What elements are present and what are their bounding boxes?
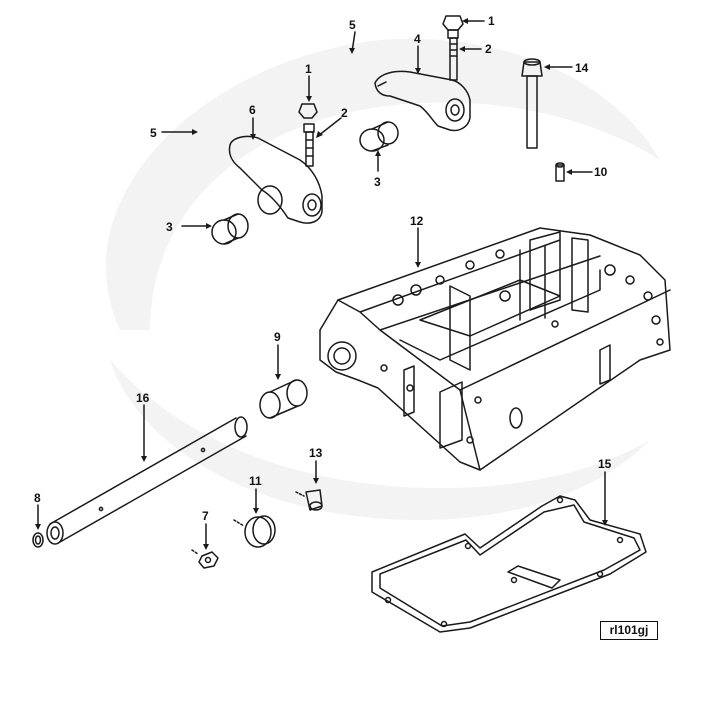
callout-c2a: 2	[485, 42, 492, 56]
callout-c9: 9	[274, 330, 281, 344]
capscrew-long	[521, 58, 543, 149]
rocker-housing	[319, 227, 671, 471]
callout-c11: 11	[249, 474, 262, 488]
rocker-housing-gasket	[371, 495, 647, 633]
callout-c14: 14	[575, 61, 589, 75]
callout-c4: 4	[414, 32, 421, 46]
adjusting-screw-upper	[442, 15, 464, 81]
hex-nut	[191, 549, 219, 569]
adjusting-screw-lower	[298, 103, 318, 167]
callout-c10: 10	[594, 165, 608, 179]
callout-labels: 1 2 4 5 14 1 2 6 5 3 3 10 12 9 16 13 15 …	[34, 14, 612, 523]
rocker-lever-lower	[228, 135, 323, 224]
callout-c2b: 2	[341, 106, 348, 120]
callout-c3b: 3	[374, 175, 381, 189]
pipe-plug	[295, 489, 323, 511]
callout-c6: 6	[249, 103, 256, 117]
callout-c5b: 5	[150, 126, 157, 140]
callout-c5a: 5	[349, 18, 356, 32]
callout-c8: 8	[34, 491, 41, 505]
callout-c13: 13	[309, 446, 323, 460]
drawing-reference-code: rl101gj	[600, 621, 658, 640]
callout-c1b: 1	[305, 62, 312, 76]
callout-c7: 7	[202, 509, 209, 523]
cup-plug	[233, 515, 276, 548]
rocker-lever-upper	[374, 70, 471, 132]
callout-c12: 12	[410, 214, 424, 228]
expansion-plug	[32, 532, 44, 548]
callout-c15: 15	[598, 457, 612, 471]
dowel-pin	[555, 162, 565, 182]
callout-c16: 16	[136, 391, 150, 405]
shaft-bushing	[259, 379, 308, 419]
watermark-logo	[105, 38, 660, 520]
callout-arrowheads	[35, 18, 608, 550]
bushing-lower	[211, 213, 249, 245]
rocker-shaft	[46, 416, 248, 545]
callout-c3a: 3	[166, 220, 173, 234]
callout-c1a: 1	[488, 14, 495, 28]
bushing-upper	[359, 121, 399, 152]
